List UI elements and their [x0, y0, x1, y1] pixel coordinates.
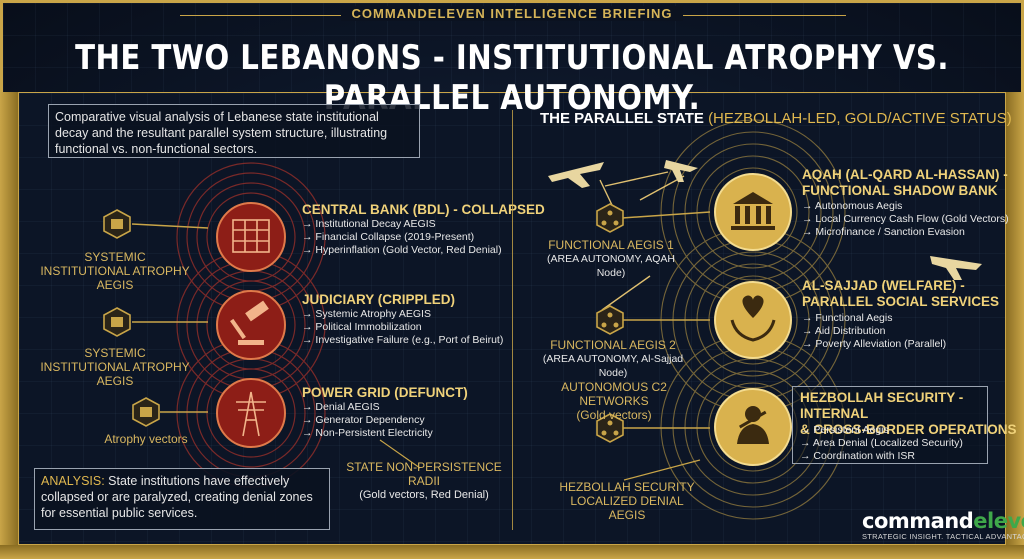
- page-title: THE TWO LEBANONS - INSTITUTIONAL ATROPHY…: [75, 38, 949, 118]
- node-label-1: FUNCTIONAL AEGIS 1(AREA AUTONOMY, AQAH N…: [547, 238, 675, 279]
- vector-arrows: [599, 171, 685, 311]
- side-label-2: SYSTEMIC INSTITUTIONAL ATROPHY AEGIS: [40, 346, 190, 388]
- side-label-3: Atrophy vectors: [104, 432, 188, 446]
- brand-rule-left: [180, 15, 350, 16]
- node-label-3: AUTONOMOUS C2 NETWORKS(Gold vectors): [561, 380, 667, 422]
- gold-border-right: [1006, 92, 1024, 559]
- power-pylon-icon: [236, 391, 266, 437]
- right-connectors: [621, 211, 711, 429]
- gold-border-bottom: [0, 545, 1024, 559]
- sector-title-al-sajjad: AL-SAJJAD (WELFARE) -PARALLEL SOCIAL SER…: [802, 278, 1000, 309]
- center-divider: [512, 110, 513, 530]
- left-connectors: [131, 223, 209, 413]
- sector-items-al-sajjad: Functional AegisAid DistributionPoverty …: [802, 312, 946, 351]
- hands-heart-icon: [730, 295, 776, 342]
- sector-title-judiciary: JUDICIARY (CRIPPLED): [302, 292, 456, 307]
- sector-items-judiciary: Systemic Atrophy AEGISPolitical Immobili…: [302, 308, 503, 347]
- sector-items-central-bank: Institutional Decay AEGISFinancial Colla…: [302, 218, 501, 257]
- gavel-icon: [230, 300, 269, 345]
- sector-items-power-grid: Denial AEGISGenerator DependencyNon-Pers…: [302, 401, 432, 440]
- columns-bank-icon: [731, 192, 775, 230]
- gold-border-left: [0, 92, 18, 559]
- commandeleven-logo: commandeleven STRATEGIC INSIGHT. TACTICA…: [862, 509, 1024, 541]
- sector-title-central-bank: CENTRAL BANK (BDL) - COLLAPSED: [302, 202, 545, 217]
- analysis-key: ANALYSIS:: [41, 474, 105, 488]
- sector-items-aqah: Autonomous AegisLocal Currency Cash Flow…: [802, 200, 1009, 239]
- soldier-icon: [737, 406, 769, 444]
- brand-header: COMMANDELEVEN INTELLIGENCE BRIEFING: [0, 6, 1024, 21]
- analysis-box: ANALYSIS: State institutions have effect…: [34, 468, 330, 530]
- parallel-state-title: THE PARALLEL STATE (HEZBOLLAH-LED, GOLD/…: [540, 110, 1012, 127]
- brand-rule-right: [676, 15, 846, 16]
- sector-items-security: Persistent AegisArea Denial (Localized S…: [800, 424, 963, 463]
- side-label-1: SYSTEMIC INSTITUTIONAL ATROPHY AEGIS: [40, 250, 190, 292]
- radii-label: STATE NON-PERSISTENCE RADII (Gold vector…: [346, 460, 502, 501]
- bottom-connectors: [379, 439, 701, 481]
- sector-title-power-grid: POWER GRID (DEFUNCT): [302, 385, 468, 400]
- hex-node-glyphs: [111, 210, 619, 436]
- bank-building-icon: [232, 219, 270, 253]
- sector-title-aqah: AQAH (AL-QARD AL-HASSAN) -FUNCTIONAL SHA…: [802, 167, 1008, 198]
- node-label-2: FUNCTIONAL AEGIS 2(AREA AUTONOMY, Al-Saj…: [542, 338, 684, 379]
- intro-text: Comparative visual analysis of Lebanese …: [48, 104, 420, 158]
- drone-icon: [548, 160, 982, 280]
- analysis-text: State institutions have effectively coll…: [41, 474, 313, 520]
